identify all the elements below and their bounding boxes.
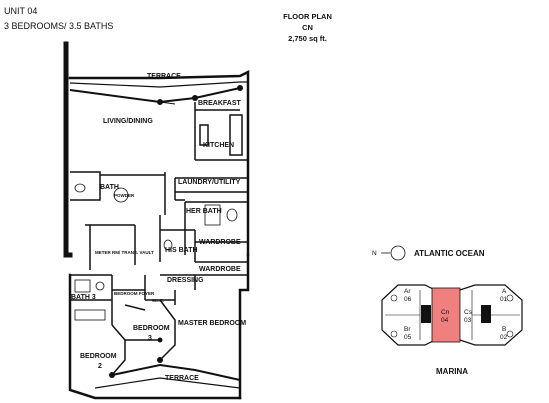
interior-walls [70,102,248,376]
exterior-walls [63,41,250,400]
label-powder: POWDER [114,193,135,198]
label-laundry: LAUNDRY/UTILITY [178,179,241,186]
unit-br-name: Br [404,326,411,333]
toilet-his [163,239,173,251]
label-bath-3: BATH 3 [71,294,96,301]
terrace-columns-bottom [109,337,163,378]
label-kitchen: KITCHEN [203,142,234,149]
bottom-terrace-outline [94,363,241,389]
unit-a-num: 01 [500,296,508,303]
plan-title-line2: CN [302,23,313,32]
label-bath: BATH [100,184,119,191]
unit-cn-name: Cn [441,309,450,316]
compass-n-label: N [372,250,377,257]
corner-column [390,330,398,338]
label-terrace-top: TERRACE [147,73,181,80]
label-dressing: DRESSING [167,277,204,284]
toilet-her [226,208,238,222]
column-marker [157,357,163,363]
unit-cs-name: Cs [464,309,473,316]
tub-bath3 [74,279,91,293]
label-wardrobe-2: WARDROBE [199,266,241,273]
column-marker [157,337,163,343]
label-her-bath: HER BATH [186,208,222,215]
plumbing-fixtures [74,183,238,321]
bathtub-her [204,204,221,226]
plan-title: FLOOR PLAN CN 2,750 sq ft. [265,11,350,44]
label-water-vault: METER RM/ TRANS. VAULT [95,250,154,255]
column-marker [109,372,115,378]
label-breakfast: BREAKFAST [198,100,242,107]
kitchen-island [199,124,209,146]
vanity-bath3 [74,309,106,321]
label-living-dining: LIVING/DINING [103,118,153,125]
corner-column [506,330,514,338]
label-wic: W.I.C. [152,298,164,303]
column-marker [237,85,243,91]
label-bedroom-3: BEDROOM [133,325,170,332]
compass-icon [390,245,406,261]
unit-b-num: 02 [500,334,508,341]
label-master-bedroom: MASTER BEDROOM [178,320,246,327]
highlighted-unit-cn-04 [431,287,461,343]
terrace-columns-top [157,85,243,105]
unit-number: UNIT 04 [4,6,38,16]
label-wardrobe-1: WARDROBE [199,239,241,246]
label-his-bath: HIS BATH [165,247,198,254]
unit-cs-num: 03 [464,317,472,324]
column-marker [192,95,198,101]
powder-room-circle [113,187,129,203]
toilet-bath [74,183,86,193]
label-bedroom-3-number: 3 [148,335,152,342]
toilet-bath3 [95,281,105,291]
unit-ar-name: Ar [404,288,411,295]
unit-br-num: 05 [404,334,412,341]
kitchen-counter [229,114,243,156]
marina-label: MARINA [436,367,468,376]
ocean-label: ATLANTIC OCEAN [414,249,485,258]
unit-a-name: A [502,288,507,295]
column-marker [157,99,163,105]
label-bedroom-foyer: BEDROOM FOYER [114,291,155,296]
unit-b-name: B [502,326,506,333]
site-key-plan: N ATLANTIC OCEAN Ar 06 Br 05 Cn 04 Cs 03… [372,245,523,376]
unit-ar-num: 06 [404,296,412,303]
plan-title-line3: 2,750 sq ft. [288,34,327,43]
corner-column [506,294,514,302]
label-bedroom-2-number: 2 [98,363,102,370]
unit-beds-baths: 3 BEDROOMS/ 3.5 BATHS [4,21,114,31]
plan-title-line1: FLOOR PLAN [283,12,332,21]
core-right [481,305,491,323]
core-left [421,305,431,323]
unit-cn-num: 04 [441,317,449,324]
corner-column [390,294,398,302]
label-bedroom-2: BEDROOM [80,353,117,360]
label-terrace-bottom: TERRACE [165,375,199,382]
